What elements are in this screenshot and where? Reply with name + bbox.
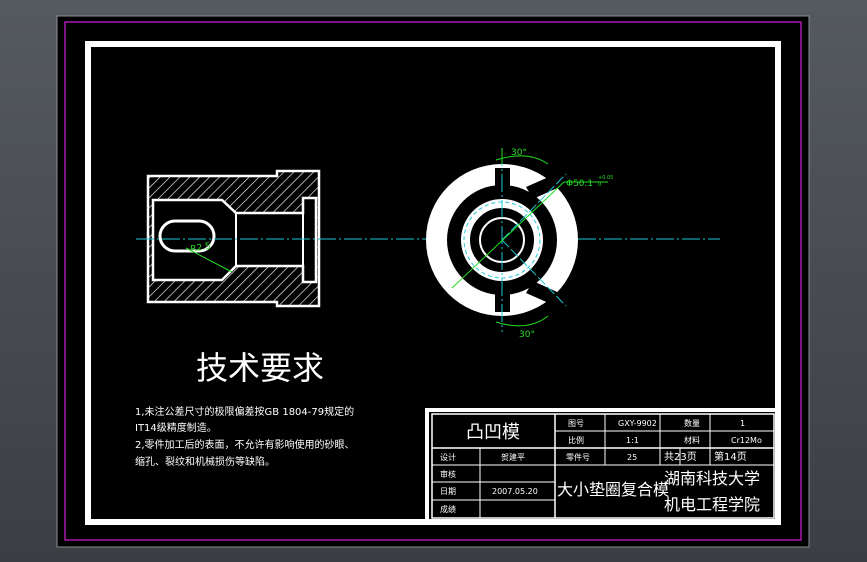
scale-value: 1:1	[626, 436, 639, 445]
requirement-line-1: 1,未注公差尺寸的极限偏差按GB 1804-79规定的	[135, 405, 354, 418]
requirements-title: 技术要求	[196, 349, 324, 387]
requirement-line-3: 2,零件加工后的表面，不允许有影响使用的砂眼、	[135, 438, 355, 451]
material-value: Cr12Mo	[731, 436, 762, 445]
side-view-slot	[158, 219, 216, 253]
angled-centerline-bottom	[501, 239, 567, 307]
scale-label: 比例	[568, 435, 584, 445]
outer-magenta-frame	[64, 21, 802, 541]
date-label: 日期	[440, 487, 456, 496]
requirement-line-4: 缩孔、裂纹和机械损伤等缺陷。	[135, 455, 275, 468]
title-block	[425, 408, 779, 523]
diameter-tolerance-lower: 0	[598, 182, 601, 188]
part-name: 凸凹模	[466, 422, 520, 443]
angle-label-bottom: 30°	[519, 330, 535, 340]
page-number: 第14页	[714, 450, 747, 463]
material-label: 材料	[684, 435, 700, 445]
radial-slots	[495, 168, 566, 312]
designer-label: 设计	[440, 452, 456, 462]
angled-centerline-top	[501, 173, 567, 241]
part-no-label: 零件号	[566, 452, 590, 462]
angle-label-top: 30°	[511, 148, 527, 158]
total-pages: 共23页	[664, 451, 697, 463]
reviewer-label: 审核	[440, 469, 456, 479]
quantity-label: 数量	[684, 418, 700, 428]
angle-arc-top	[495, 155, 549, 165]
school-name: 湖南科技大学	[664, 469, 760, 488]
side-section-view: R2.5	[146, 169, 321, 308]
quantity-value: 1	[740, 419, 745, 428]
part-no-value: 25	[627, 453, 637, 462]
front-circular-view: 30° 30° Φ50.1 +0.05 0	[426, 148, 613, 340]
title-block-text: 凸凹模 图号 GXY-9902 数量 1 比例 1:1 材料 Cr12Mo 设计…	[440, 418, 762, 514]
radius-leader-line	[185, 247, 233, 273]
requirement-line-2: IT14级精度制造。	[135, 421, 217, 434]
drawing-no-value: GXY-9902	[618, 419, 657, 428]
diameter-tolerance-upper: +0.05	[598, 175, 613, 181]
date-value: 2007.05.20	[492, 487, 538, 496]
college-name: 机电工程学院	[664, 495, 760, 514]
angle-arc-bottom	[495, 315, 549, 327]
grade-label: 成绩	[440, 504, 456, 514]
assembly-name: 大小垫圈复合模	[557, 480, 669, 499]
drawing-no-label: 图号	[568, 419, 584, 428]
radius-dimension-label: R2.5	[190, 242, 212, 255]
diameter-leader-line	[451, 181, 565, 289]
designer-value: 贺建平	[501, 452, 525, 462]
diameter-label: Φ50.1	[566, 179, 593, 189]
